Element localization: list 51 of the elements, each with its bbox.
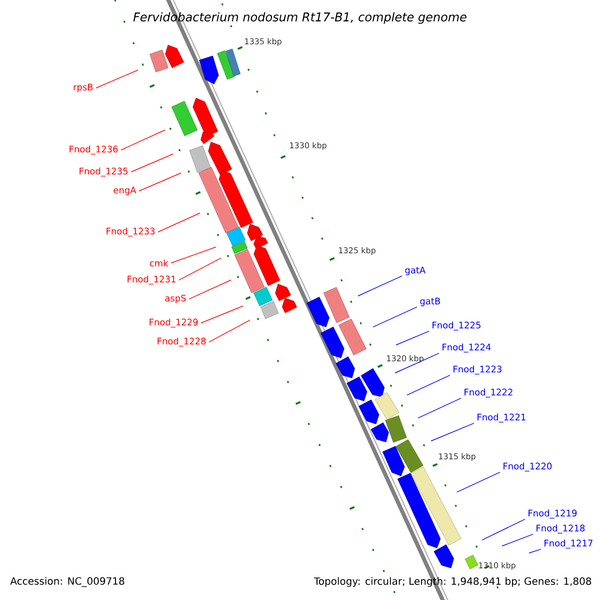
leader-line xyxy=(372,306,418,328)
title: Fervidobacterium nodosum Rt17-B1, complete genome xyxy=(133,12,466,24)
gene-label: Fnod_1218 xyxy=(536,524,585,534)
footer-text: Topology: circular; Length: 1,948,941 bp; Genes: 1,808 xyxy=(314,577,592,587)
leader-line xyxy=(396,330,430,346)
gene-label: cmk xyxy=(150,260,168,266)
scale-label: 1330 kbp xyxy=(290,142,326,150)
leader-line xyxy=(138,172,182,192)
gene-label: Fnod_1221 xyxy=(478,414,526,422)
gene-label: Fnod_1220 xyxy=(504,462,552,472)
leader-line xyxy=(430,422,474,442)
leader-line xyxy=(158,212,200,232)
gene-label: Fnod_1231 xyxy=(128,276,176,284)
gene-label: Fnod_1233 xyxy=(106,228,155,236)
gene-label: Fnod_1222 xyxy=(464,388,512,398)
leader-line xyxy=(208,320,250,342)
gene-label: Fnod_1219 xyxy=(528,510,577,518)
gene-label: aspS xyxy=(165,294,186,304)
leader-line xyxy=(456,472,500,492)
gene-label: Fnod_1224 xyxy=(442,344,491,352)
footer-text: Accession: NC_009718 xyxy=(10,577,124,587)
gene-label: Fnod_1235 xyxy=(80,168,128,176)
leader-line xyxy=(188,280,232,300)
leader-line xyxy=(528,548,542,554)
gene-label: Fnod_1217 xyxy=(544,540,592,548)
leader-line xyxy=(120,130,166,150)
gene-label: Fnod_1223 xyxy=(454,366,502,374)
leader-line xyxy=(358,276,402,296)
scale-label: 1320 kbp xyxy=(387,355,424,363)
scale-label: 1315 kbp xyxy=(439,453,476,461)
leader-line xyxy=(200,306,244,324)
gene-label: rpsB xyxy=(74,84,93,92)
gene-label: Fnod_1225 xyxy=(432,322,480,330)
scale-label: 1325 kbp xyxy=(339,247,376,255)
leader-line xyxy=(418,398,462,418)
gene-label: Fnod_1229 xyxy=(150,318,198,328)
leader-line xyxy=(482,518,526,540)
gene-label: Fnod_1236 xyxy=(70,146,118,154)
gene-label: engA xyxy=(114,186,136,196)
leader-line xyxy=(96,70,138,88)
leader-line xyxy=(178,258,222,280)
leader-line xyxy=(130,154,174,172)
gene-label: gatA xyxy=(405,266,426,276)
leader-line xyxy=(406,374,450,396)
leader-line xyxy=(170,246,216,264)
gene-label: gatB xyxy=(420,298,440,306)
scale-label: 1310 kbp xyxy=(479,562,516,570)
gene-label: Fnod_1228 xyxy=(158,338,206,346)
scale-label: 1335 kbp xyxy=(245,38,282,46)
leader-line xyxy=(502,534,534,546)
leader-line xyxy=(394,352,440,374)
